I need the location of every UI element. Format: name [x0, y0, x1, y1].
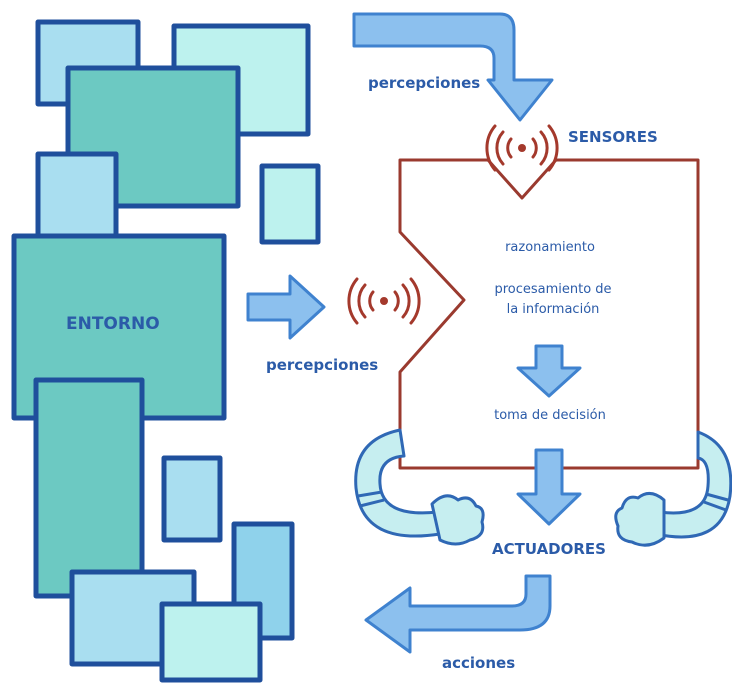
hand-icon: [614, 492, 666, 547]
arrow-actions: [364, 574, 552, 654]
env-box: [231, 521, 295, 641]
radio-signal-icon: [485, 124, 559, 172]
env-box: [161, 455, 223, 543]
processing-label-line2: la información: [506, 302, 600, 317]
arrows: [246, 12, 582, 654]
arrow-process-to-decision: [516, 344, 582, 398]
arrow-to-actuators: [516, 448, 582, 526]
arrow-perceptions-top: [352, 12, 554, 122]
processing-label-line1: procesamiento de: [494, 282, 612, 297]
decision-label: toma de decisión: [494, 408, 606, 423]
agent-body: [398, 158, 700, 470]
radio-signal-icon: [347, 277, 421, 325]
actions-label: acciones: [442, 654, 516, 672]
actuators-label: ACTUADORES: [492, 540, 606, 558]
left-arm: [354, 428, 485, 546]
agent-outline: [398, 158, 700, 470]
environment-boxes: [11, 19, 321, 683]
perceptions-mid-label: percepciones: [266, 356, 379, 374]
env-box: [65, 65, 241, 209]
perceptions-top-label: percepciones: [368, 74, 481, 92]
reasoning-label: razonamiento: [505, 240, 595, 255]
sensors-label: SENSORES: [568, 128, 658, 146]
right-arm: [614, 430, 732, 547]
hand-icon: [430, 494, 485, 546]
env-box: [33, 377, 145, 599]
env-box: [259, 163, 321, 245]
arrow-perceptions-mid: [246, 274, 326, 340]
env-box: [159, 601, 263, 683]
environment-label: ENTORNO: [66, 314, 160, 334]
